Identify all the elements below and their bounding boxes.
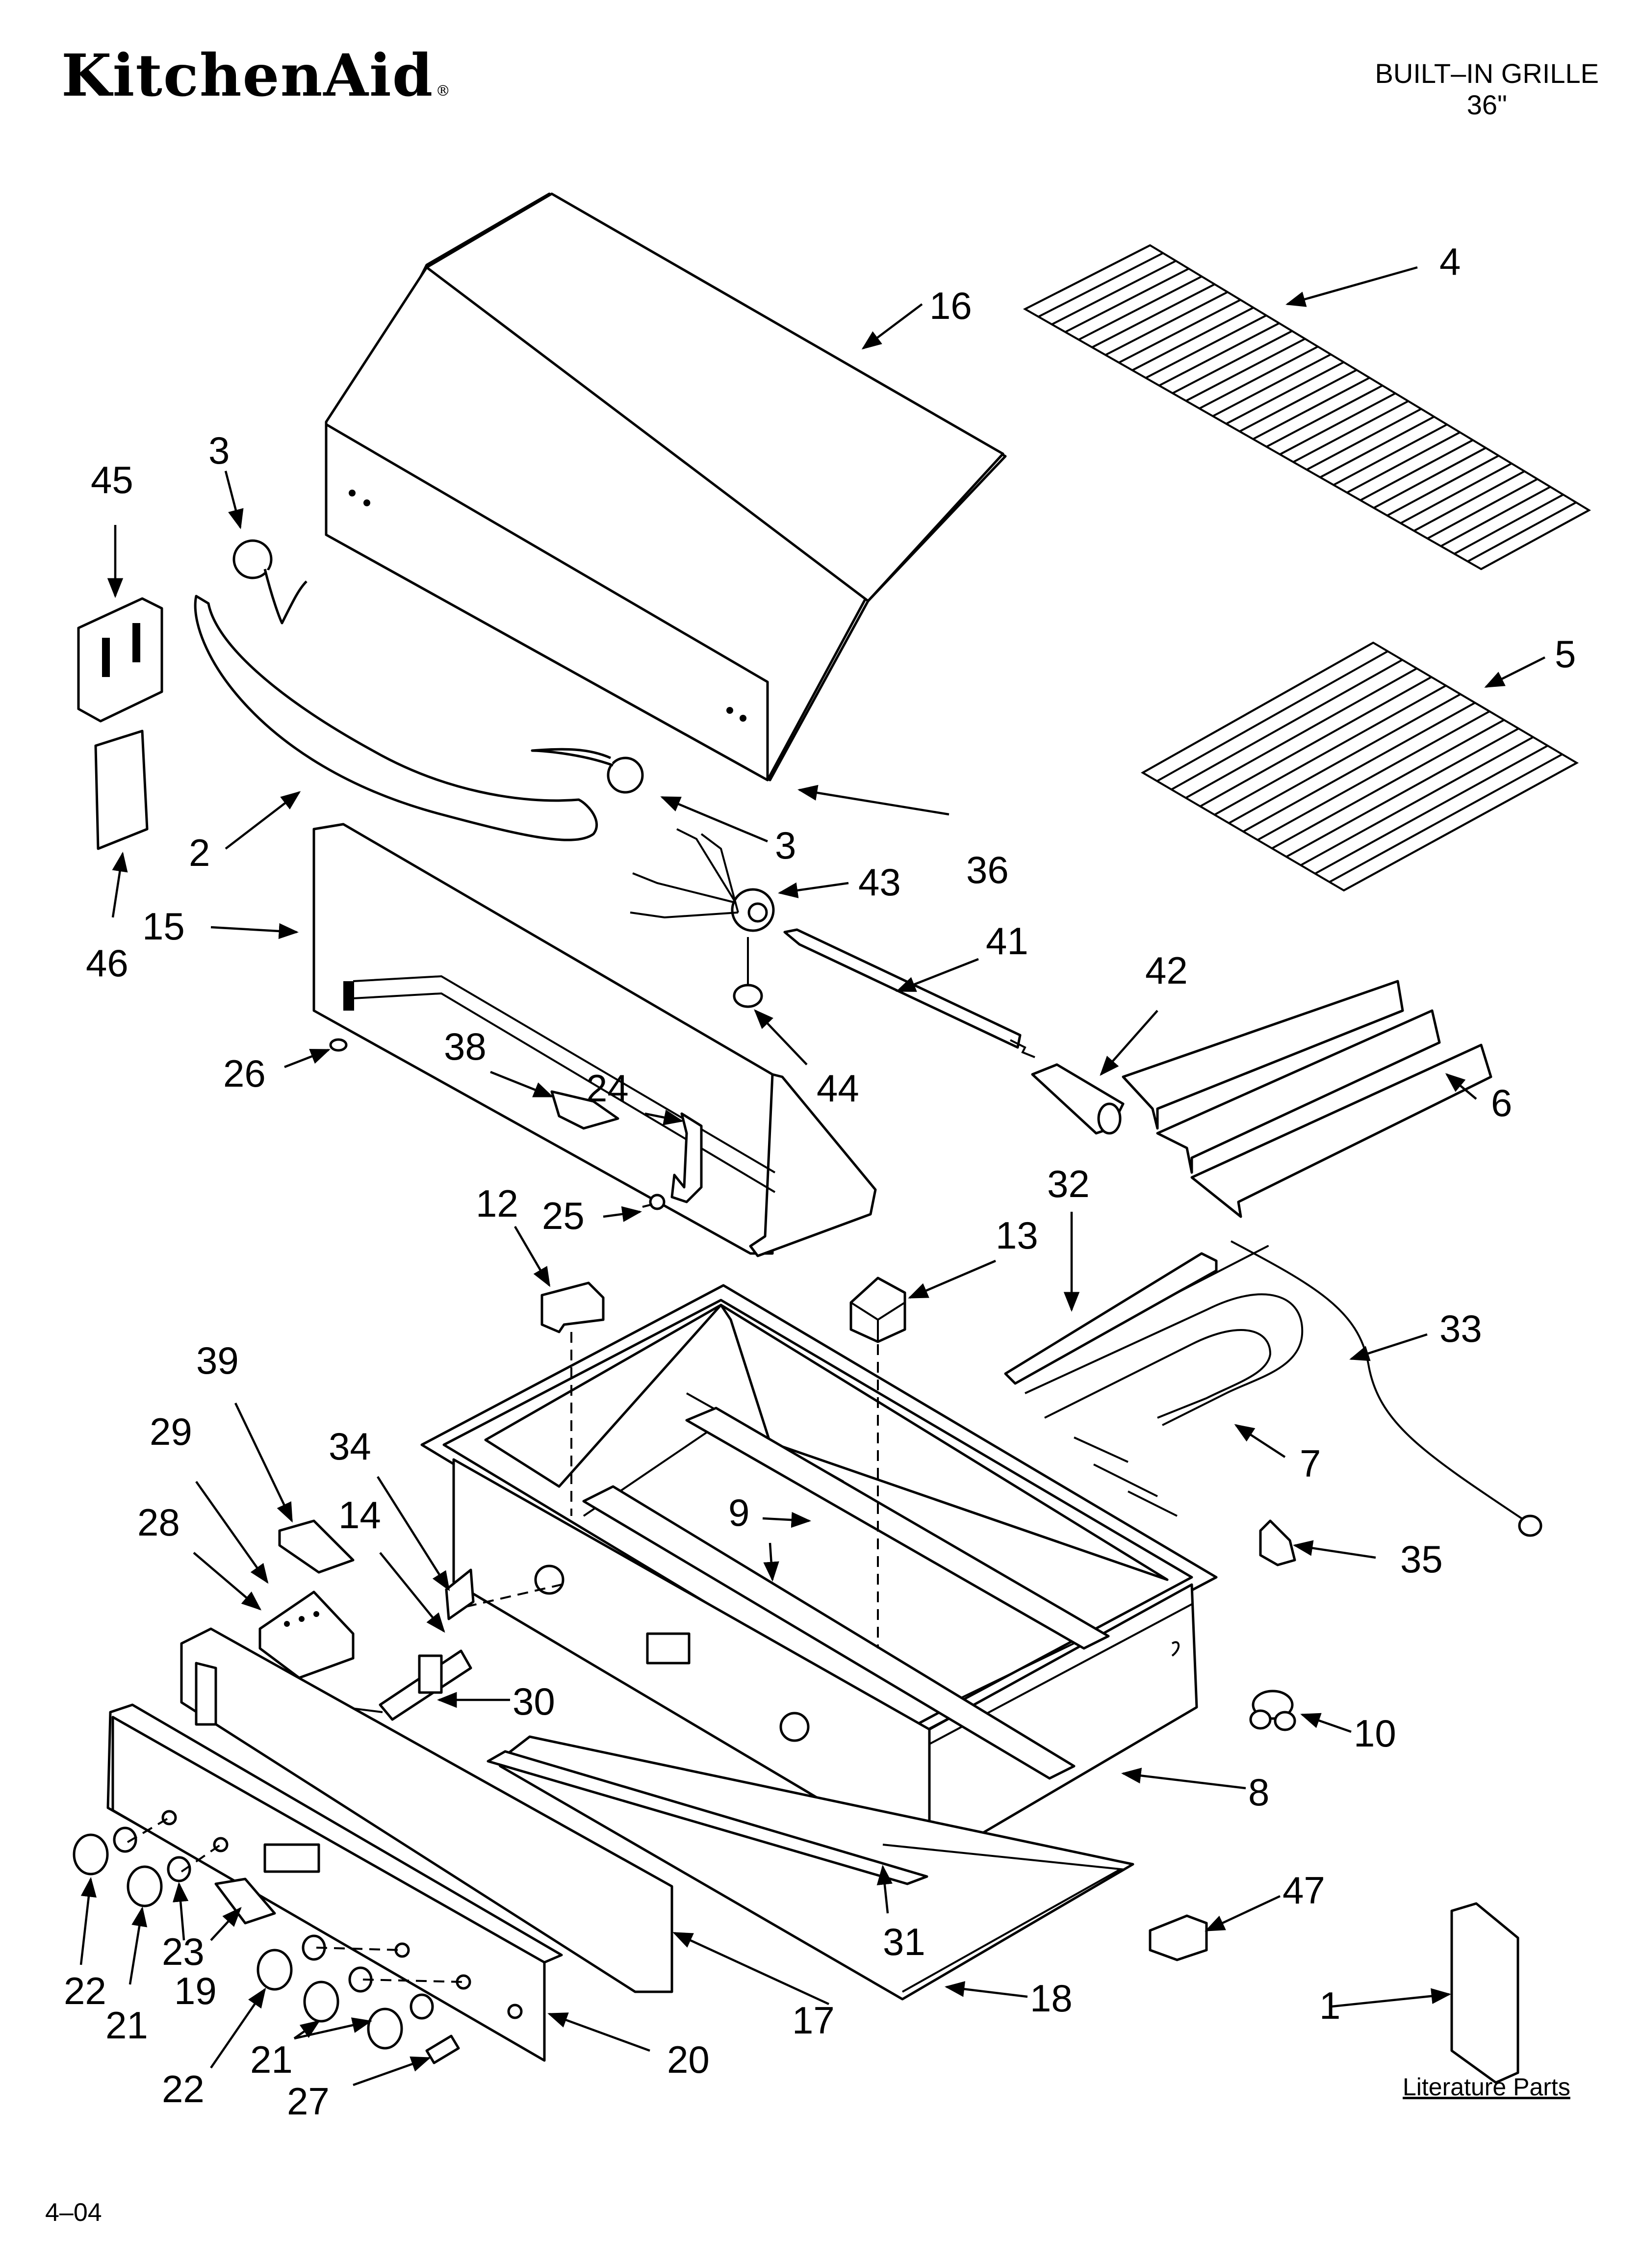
callout-28: 28 bbox=[137, 1501, 180, 1544]
control-panel-part bbox=[106, 1703, 563, 2062]
date-code: 4–04 bbox=[45, 2198, 102, 2227]
nut-part bbox=[329, 1038, 348, 1052]
model-title: BUILT–IN GRILLE 36" bbox=[1375, 58, 1599, 121]
callout-24: 24 bbox=[586, 1067, 629, 1110]
mounting-bracket-part bbox=[1259, 1519, 1296, 1566]
callout-22-right: 22 bbox=[162, 2067, 205, 2111]
model-size: 36" bbox=[1466, 89, 1507, 121]
callout-17: 17 bbox=[792, 1999, 835, 2042]
callout-39: 39 bbox=[196, 1339, 239, 1382]
brand-logo: KitchenAid® bbox=[61, 47, 451, 104]
callout-41: 41 bbox=[986, 919, 1028, 963]
handle-part bbox=[194, 595, 598, 841]
callout-4: 4 bbox=[1439, 240, 1461, 283]
gas-hose-part bbox=[1231, 1240, 1542, 1537]
callout-labels: 4 16 5 3 45 46 2 3 36 43 41 42 44 15 26 … bbox=[64, 240, 1576, 2123]
callout-1: 1 bbox=[1319, 1984, 1340, 2027]
callout-20: 20 bbox=[667, 2038, 710, 2081]
callout-26: 26 bbox=[223, 1052, 266, 1095]
burner-support-part bbox=[582, 1407, 1110, 1780]
hood-part bbox=[325, 192, 1007, 782]
warming-rack-part bbox=[1023, 244, 1591, 571]
knobs-part bbox=[73, 1826, 460, 2064]
valve-bracket-part bbox=[445, 1568, 475, 1620]
callout-31: 31 bbox=[883, 1920, 925, 1963]
igniter-module-part bbox=[258, 1590, 355, 1679]
clip-part bbox=[550, 1090, 619, 1130]
igniter-knob-part bbox=[1249, 1690, 1296, 1731]
callout-5: 5 bbox=[1555, 632, 1576, 676]
valve-panel-part bbox=[180, 1627, 673, 1993]
callout-8: 8 bbox=[1248, 1771, 1269, 1814]
front-panel-part bbox=[312, 823, 877, 1257]
spacer-part bbox=[278, 1519, 355, 1574]
callout-27: 27 bbox=[287, 2080, 330, 2123]
callout-38: 38 bbox=[444, 1025, 487, 1068]
callout-9: 9 bbox=[728, 1491, 749, 1534]
registered-mark: ® bbox=[436, 82, 452, 100]
manifold-part bbox=[487, 1750, 928, 1885]
brand-name: KitchenAid bbox=[61, 41, 434, 109]
callout-leaders bbox=[79, 266, 1546, 2086]
rotisserie-fork-part bbox=[630, 828, 775, 932]
rod-handle-part bbox=[1031, 1063, 1125, 1135]
callout-18: 18 bbox=[1030, 1977, 1073, 2020]
callout-45: 45 bbox=[91, 458, 133, 501]
callout-25: 25 bbox=[542, 1194, 585, 1237]
callout-19: 19 bbox=[174, 1969, 217, 2012]
handle-bracket-part bbox=[232, 539, 644, 794]
callout-35: 35 bbox=[1400, 1538, 1443, 1581]
callout-2: 2 bbox=[189, 831, 210, 874]
callout-21-right: 21 bbox=[250, 2038, 293, 2081]
model-name: BUILT–IN GRILLE bbox=[1375, 58, 1599, 89]
burner-tube-part bbox=[1004, 1252, 1218, 1385]
alignment-lines bbox=[127, 1332, 879, 1983]
bracket-13-part bbox=[849, 1277, 906, 1343]
literature-parts-label: Literature Parts bbox=[1403, 2073, 1570, 2101]
callout-7: 7 bbox=[1300, 1442, 1321, 1485]
callout-12: 12 bbox=[476, 1182, 518, 1225]
firebox-part bbox=[420, 1284, 1218, 1866]
callout-33: 33 bbox=[1439, 1307, 1482, 1350]
valve-part bbox=[343, 1649, 472, 1721]
callout-16: 16 bbox=[929, 284, 972, 327]
callout-30: 30 bbox=[513, 1680, 555, 1723]
callout-15: 15 bbox=[142, 905, 185, 948]
hinge-bracket-part bbox=[670, 1112, 703, 1203]
callout-10: 10 bbox=[1354, 1712, 1396, 1755]
callout-21-left: 21 bbox=[105, 2004, 148, 2047]
drip-tray-clip-part bbox=[1149, 1914, 1208, 1961]
callout-47: 47 bbox=[1283, 1869, 1325, 1912]
heat-shield-part bbox=[1122, 980, 1492, 1218]
callout-36: 36 bbox=[966, 848, 1009, 891]
thumb-screw-part bbox=[733, 937, 763, 1008]
callout-42: 42 bbox=[1145, 949, 1188, 992]
callout-46: 46 bbox=[86, 941, 128, 985]
callout-44: 44 bbox=[817, 1067, 859, 1110]
callout-22-left: 22 bbox=[64, 1969, 106, 2012]
cooking-grate-part bbox=[1140, 641, 1579, 892]
callout-29: 29 bbox=[150, 1410, 192, 1453]
callout-34: 34 bbox=[329, 1425, 371, 1468]
callout-32: 32 bbox=[1047, 1162, 1090, 1205]
callout-14: 14 bbox=[338, 1493, 381, 1537]
callout-3-top: 3 bbox=[208, 429, 230, 472]
control-box-part bbox=[77, 597, 163, 723]
literature-part bbox=[1450, 1902, 1519, 2084]
screw-part bbox=[642, 1194, 666, 1210]
callout-6: 6 bbox=[1491, 1081, 1512, 1124]
callout-43: 43 bbox=[858, 860, 901, 904]
callout-23: 23 bbox=[162, 1930, 205, 1973]
bracket-12-part bbox=[540, 1281, 605, 1333]
callout-3-bottom: 3 bbox=[775, 824, 796, 867]
callout-13: 13 bbox=[996, 1214, 1038, 1257]
label-plate-part bbox=[94, 730, 149, 850]
